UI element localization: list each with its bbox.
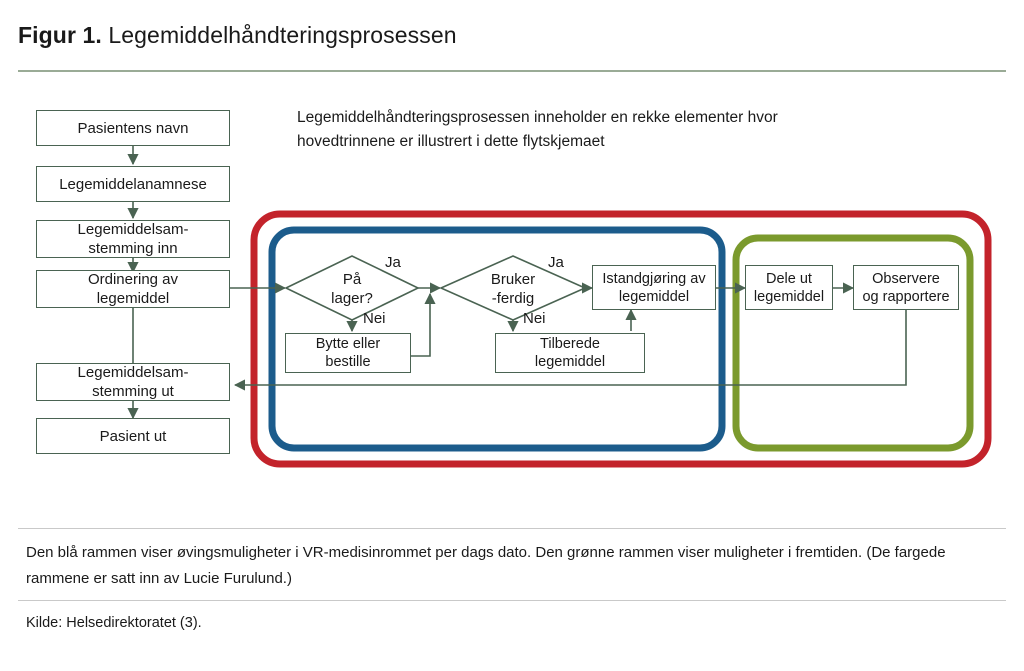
connector-observere-to-samstemming-ut [233, 310, 907, 391]
divider-source [18, 600, 1006, 601]
node-dele-ut-legemiddel[interactable]: Dele ut legemiddel [745, 265, 833, 310]
figure-source: Kilde: Helsedirektoratet (3). [26, 615, 202, 631]
node-label-line2: stemming ut [92, 383, 174, 400]
node-label-line1: Legemiddelsam- [77, 221, 189, 238]
figure-title-text: Legemiddelhåndteringsprosessen [108, 22, 457, 48]
edge-label-bruker-ferdig-ja: Ja [548, 254, 564, 271]
node-label-line1: Ordinering av [87, 271, 179, 288]
divider-caption [18, 528, 1006, 529]
node-label-line1: Observere [872, 270, 940, 287]
node-pasient-ut[interactable]: Pasient ut [36, 418, 230, 454]
edge-label-pa-lager-nei: Nei [363, 310, 386, 327]
node-label-line1: Istandgjøring av [602, 270, 706, 287]
flowchart-vector-layer [127, 146, 992, 468]
node-label: Legemiddelanamnese [59, 175, 207, 193]
node-label-line2: legemiddel [618, 288, 690, 305]
node-label-line2: og rapportere [862, 288, 950, 305]
figure-label: Figur 1. [18, 22, 102, 48]
node-bytte-eller-bestille[interactable]: Bytte eller bestille [285, 333, 411, 373]
node-legemiddelsamstemming-inn[interactable]: Legemiddelsam- stemming inn [36, 220, 230, 258]
page-title: Figur 1. Legemiddelhåndteringsprosessen [18, 22, 457, 49]
frame-red [250, 210, 992, 468]
edge-label-pa-lager-ja: Ja [385, 254, 401, 271]
node-label-line1: Legemiddelsam- [77, 364, 189, 381]
node-legemiddelanamnese[interactable]: Legemiddelanamnese [36, 166, 230, 202]
frame-blue [268, 226, 726, 452]
node-label-line2: legemiddel [753, 288, 825, 305]
node-label: Pasient ut [99, 427, 167, 445]
node-label-line1: Dele ut [766, 270, 812, 287]
node-label-line1: Tilberede [540, 336, 600, 352]
node-label-line2: bestille [325, 354, 371, 370]
intro-paragraph: Legemiddelhåndteringsprosessen inneholde… [297, 109, 778, 150]
node-tilberede-legemiddel[interactable]: Tilberede legemiddel [495, 333, 645, 373]
edge-label-bruker-ferdig-nei: Nei [523, 310, 546, 327]
node-label-line2: legemiddel [534, 354, 606, 370]
node-istandgjoring-av-legemiddel[interactable]: Istandgjøring av legemiddel [592, 265, 716, 310]
figure-caption: Den blå rammen viser øvingsmuligheter i … [26, 544, 946, 587]
node-label-line2: legemiddel [96, 290, 170, 307]
node-label: Pasientens navn [77, 119, 189, 137]
flowchart: Pasientens navn Legemiddelanamnese Legem… [0, 88, 1024, 488]
node-label-line2: stemming inn [88, 240, 178, 257]
node-label-line1: Bytte eller [315, 336, 381, 352]
frame-green [732, 234, 974, 452]
connector-bytte-to-main [410, 292, 436, 357]
node-legemiddelsamstemming-ut[interactable]: Legemiddelsam- stemming ut [36, 363, 230, 401]
node-pasientens-navn[interactable]: Pasientens navn [36, 110, 230, 146]
divider-top [18, 70, 1006, 72]
node-ordinering-av-legemiddel[interactable]: Ordinering av legemiddel [36, 270, 230, 308]
node-observere-og-rapportere[interactable]: Observere og rapportere [853, 265, 959, 310]
